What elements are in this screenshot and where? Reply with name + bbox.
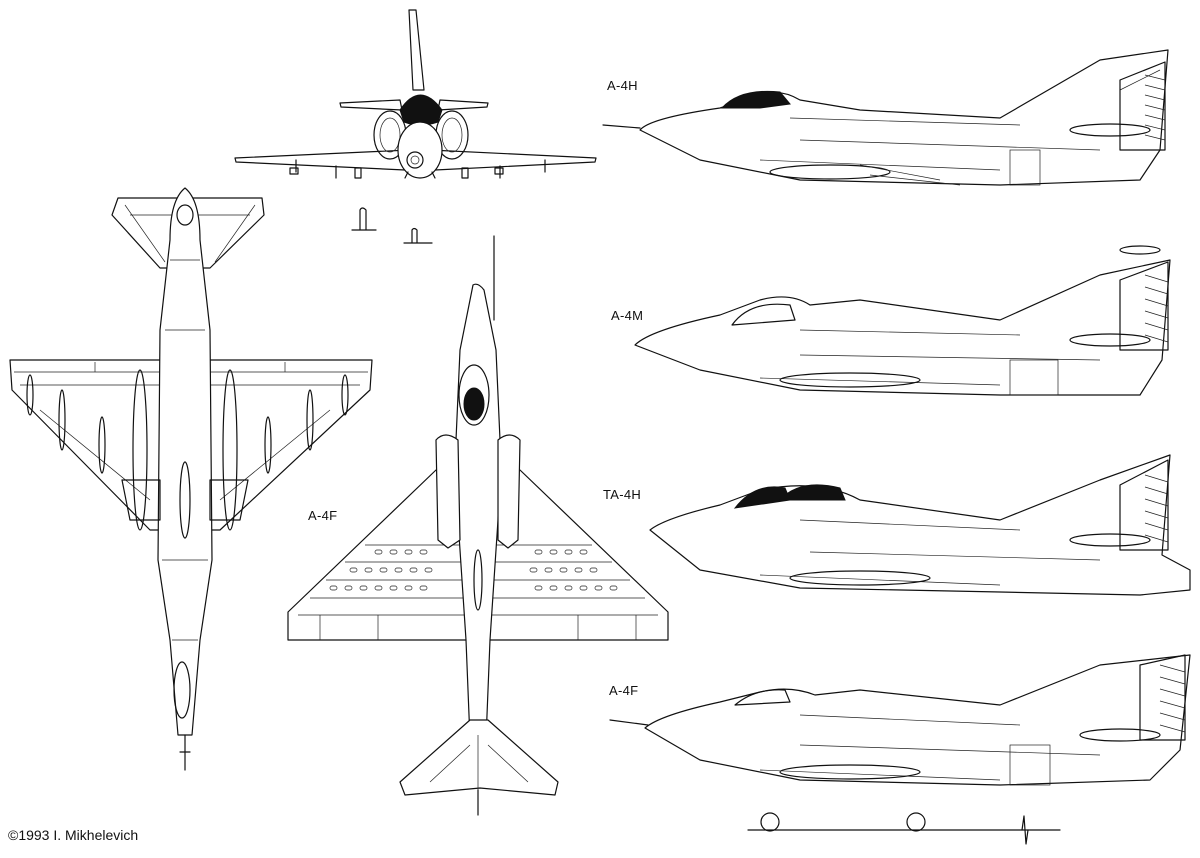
wing-panel-dots	[329, 549, 618, 591]
view-label-a4f-side: A-4F	[609, 683, 639, 698]
side-view-a4m	[634, 245, 1171, 396]
side-view-a4h	[602, 49, 1169, 186]
copyright-credit: ©1993 I. Mikhelevich	[8, 827, 139, 843]
side-view-a4f	[609, 654, 1191, 786]
view-label-a4h: A-4H	[607, 78, 638, 93]
view-label-a4m: A-4M	[611, 308, 644, 323]
ground-marker	[747, 812, 1061, 845]
view-label-a4f-top: A-4F	[308, 508, 338, 523]
view-label-ta4h: TA-4H	[603, 487, 642, 502]
side-view-ta4h	[649, 454, 1191, 596]
